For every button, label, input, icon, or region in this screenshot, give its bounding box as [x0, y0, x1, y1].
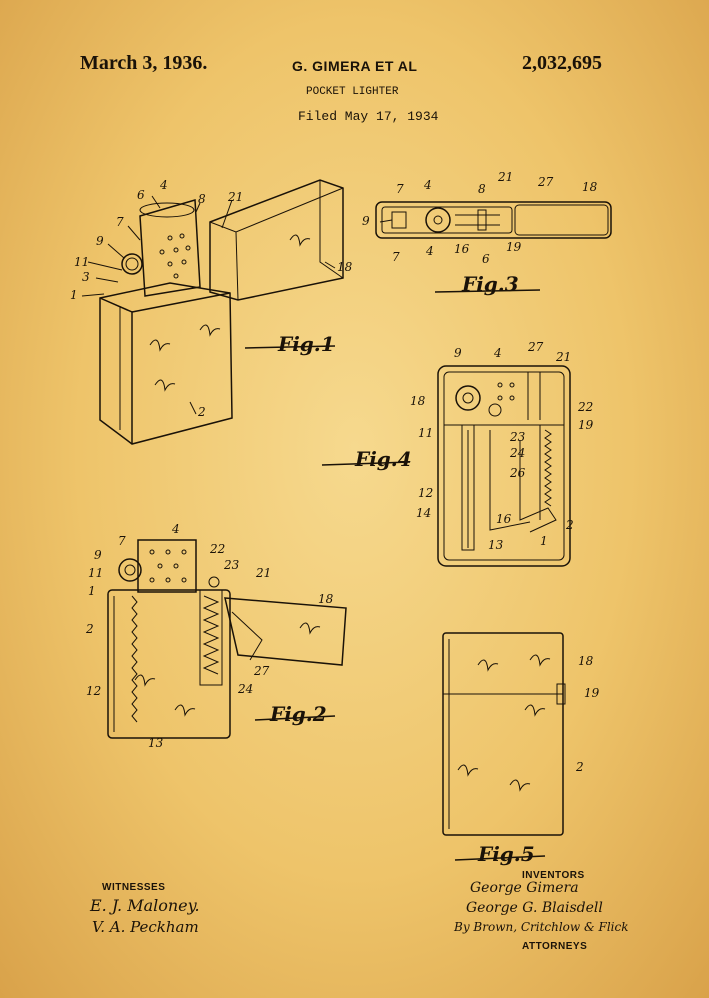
ref-number: 7 — [116, 215, 124, 229]
ref-number: 18 — [410, 394, 426, 408]
ref-number: 23 — [510, 430, 526, 444]
ref-number: 8 — [478, 182, 486, 196]
ref-number: 4 — [424, 178, 432, 192]
ref-number: 27 — [538, 175, 554, 189]
ref-number: 9 — [96, 234, 104, 248]
ref-number: 16 — [496, 512, 512, 526]
ref-number: 21 — [228, 190, 244, 204]
patent-number: 2,032,695 — [522, 52, 602, 74]
ref-number: 22 — [210, 542, 226, 556]
witness-signature-1: E. J. Maloney. — [90, 896, 200, 915]
ref-number: 21 — [256, 566, 272, 580]
ref-number: 11 — [74, 255, 90, 269]
attorneys-heading: ATTORNEYS — [522, 941, 588, 952]
ref-number: 6 — [482, 252, 490, 266]
ref-number: 14 — [416, 506, 432, 520]
ref-number: 13 — [148, 736, 164, 750]
witness-signature-2: V. A. Peckham — [92, 918, 199, 936]
ref-number: 6 — [137, 188, 145, 202]
fig-4-label: Fig.4 — [355, 447, 412, 471]
figure-1-drawing — [81, 179, 344, 445]
fig-2-label: Fig.2 — [270, 702, 327, 726]
figure-4-drawing — [321, 365, 571, 567]
ref-number: 21 — [556, 350, 572, 364]
ref-number: 4 — [160, 178, 168, 192]
ref-number: 23 — [224, 558, 240, 572]
patent-title: POCKET LIGHTER — [306, 86, 399, 98]
ref-number: 24 — [238, 682, 254, 696]
ref-number: 11 — [418, 426, 434, 440]
ref-number: 2 — [86, 622, 94, 636]
ref-number: 18 — [337, 260, 353, 274]
ref-number: 18 — [578, 654, 594, 668]
ref-number: 19 — [578, 418, 594, 432]
ref-number: 27 — [254, 664, 270, 678]
ref-number: 13 — [488, 538, 504, 552]
ref-number: 22 — [578, 400, 594, 414]
inventor-signature-2: George G. Blaisdell — [466, 900, 603, 916]
ref-number: 4 — [494, 346, 502, 360]
ref-number: 1 — [70, 288, 78, 302]
ref-number: 1 — [88, 584, 96, 598]
ref-number: 4 — [172, 522, 180, 536]
ref-number: 8 — [198, 192, 206, 206]
ref-number: 11 — [88, 566, 104, 580]
ref-number: 19 — [584, 686, 600, 700]
inventor-signature-1: George Gimera — [470, 880, 579, 896]
ref-number: 12 — [86, 684, 102, 698]
figure-3-drawing — [375, 201, 612, 293]
ref-number: 3 — [82, 270, 90, 284]
fig-3-label: Fig.3 — [462, 272, 519, 296]
ref-number: 1 — [540, 534, 548, 548]
fig-5-label: Fig.5 — [478, 842, 535, 866]
figure-2-drawing — [107, 539, 347, 739]
ref-number: 16 — [454, 242, 470, 256]
ref-number: 7 — [118, 534, 126, 548]
ref-number: 18 — [318, 592, 334, 606]
ref-number: 21 — [498, 170, 514, 184]
inventor-names: G. GIMERA ET AL — [292, 58, 418, 74]
ref-number: 19 — [506, 240, 522, 254]
ref-number: 12 — [418, 486, 434, 500]
filed-date: Filed May 17, 1934 — [298, 109, 439, 124]
ref-number: 9 — [94, 548, 102, 562]
attorneys-signature: By Brown, Critchlow & Flick — [454, 920, 629, 934]
ref-number: 2 — [198, 405, 206, 419]
ref-number: 9 — [454, 346, 462, 360]
ref-number: 18 — [582, 180, 598, 194]
ref-number: 7 — [396, 182, 404, 196]
ref-number: 7 — [392, 250, 400, 264]
patent-date: March 3, 1936. — [80, 52, 208, 74]
ref-number: 9 — [362, 214, 370, 228]
fig-1-label: Fig.1 — [278, 332, 335, 356]
inventors-heading: INVENTORS — [522, 870, 585, 881]
ref-number: 2 — [576, 760, 584, 774]
witnesses-heading: WITNESSES — [102, 882, 166, 893]
ref-number: 24 — [510, 446, 526, 460]
ref-number: 2 — [566, 518, 574, 532]
ref-number: 26 — [510, 466, 526, 480]
ref-number: 27 — [528, 340, 544, 354]
ref-number: 4 — [426, 244, 434, 258]
figure-5-drawing — [442, 632, 566, 861]
